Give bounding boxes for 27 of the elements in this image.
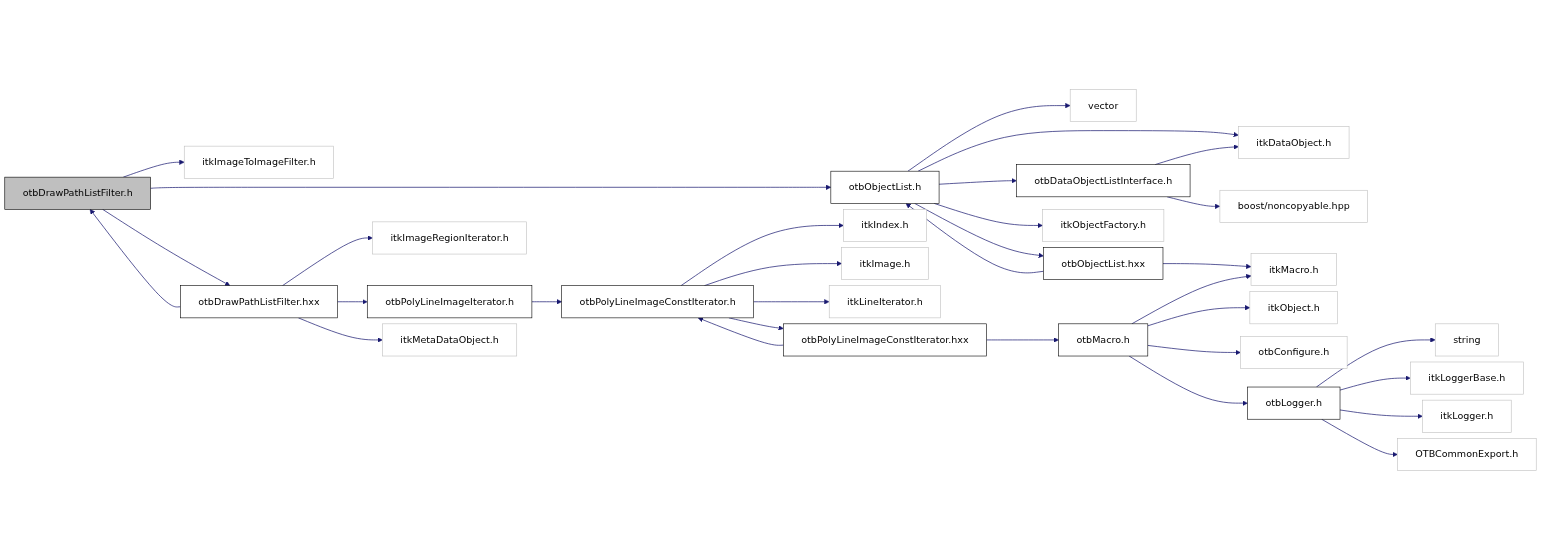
node-box: otbDrawPathListFilter.hxx [180,285,338,319]
node-box: otbLogger.h [1247,386,1341,420]
node-box: otbPolyLineImageConstIterator.hxx [783,323,987,357]
node-box: boost/noncopyable.hpp [1219,189,1368,223]
node-box: itkImage.h [841,247,929,280]
node-box: OTBCommonExport.h [1397,438,1537,471]
node-box: itkDataObject.h [1238,126,1350,159]
node-box: itkImageToImageFilter.h [183,145,334,179]
node-box: itkObjectFactory.h [1042,209,1165,242]
node-box: otbObjectList.hxx [1043,247,1164,280]
node-box: itkObject.h [1249,291,1338,325]
node-box: otbPolyLineImageConstIterator.h [561,285,754,319]
node-box: otbPolyLineImageIterator.h [366,285,533,319]
node-box: otbMacro.h [1058,323,1149,357]
node-box: otbDrawPathListFilter.h [4,176,151,210]
node-box: string [1434,323,1499,357]
node-box: itkLineIterator.h [828,285,941,319]
node-box: itkLogger.h [1422,399,1512,433]
node-box: otbObjectList.h [830,170,940,204]
node-box: itkImageRegionIterator.h [372,221,527,255]
node-box: otbDataObjectListInterface.h [1016,164,1191,198]
node-box: itkMacro.h [1250,253,1337,286]
node-box: itkIndex.h [843,209,927,242]
node-box: vector [1069,89,1137,122]
node-box: itkMetaDataObject.h [382,323,518,357]
node-box: itkLoggerBase.h [1410,361,1524,395]
node-box: otbConfigure.h [1240,336,1348,369]
